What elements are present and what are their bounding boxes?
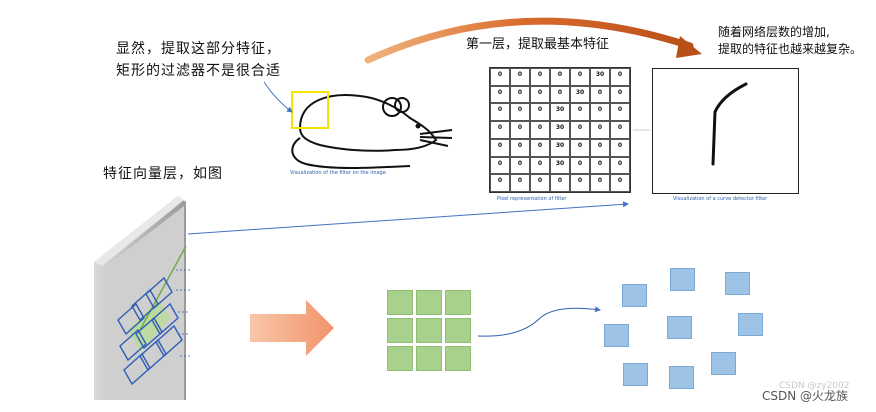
curved-arrow-icon — [368, 21, 702, 60]
vector-square — [738, 313, 763, 336]
pixel-cell: 30 — [590, 68, 610, 86]
pixel-cell: 0 — [490, 157, 510, 175]
pixel-cell: 0 — [530, 139, 550, 157]
grid-cell — [445, 318, 471, 343]
pixel-cell: 0 — [570, 174, 590, 192]
pixel-cell: 0 — [490, 103, 510, 121]
pixel-cell: 0 — [510, 174, 530, 192]
pixel-cell: 30 — [550, 157, 570, 175]
pixel-cell: 0 — [550, 174, 570, 192]
pixel-cell: 0 — [530, 157, 550, 175]
pixel-cell: 0 — [610, 121, 630, 139]
pixel-cell: 0 — [510, 157, 530, 175]
slab-to-filter-connector — [188, 204, 628, 234]
pixel-cell: 0 — [590, 174, 610, 192]
pixel-cell: 0 — [610, 174, 630, 192]
csdn-watermark: CSDN @火龙族 — [762, 387, 848, 404]
pixel-cell: 0 — [610, 86, 630, 104]
pixel-cell: 0 — [590, 139, 610, 157]
pixel-cell: 0 — [490, 121, 510, 139]
grid-cell — [416, 290, 442, 315]
pixel-cell: 0 — [590, 103, 610, 121]
vector-square — [604, 324, 629, 347]
right-arrow-icon — [250, 300, 334, 356]
pixel-cell: 0 — [610, 68, 630, 86]
pixel-cell: 0 — [590, 86, 610, 104]
pixel-cell: 0 — [490, 86, 510, 104]
note-connector — [264, 82, 292, 112]
grid-cell — [445, 290, 471, 315]
vector-square — [622, 284, 647, 307]
grid-to-vector-connector — [478, 308, 600, 336]
vector-square — [670, 268, 695, 291]
vector-square — [667, 316, 692, 339]
grid-cell — [416, 346, 442, 371]
vector-square — [711, 352, 736, 375]
pixel-cell: 0 — [490, 174, 510, 192]
pixel-cell: 0 — [530, 68, 550, 86]
pixel-cell: 0 — [570, 139, 590, 157]
pixel-cell: 0 — [490, 68, 510, 86]
pixel-cell: 0 — [570, 121, 590, 139]
mouse-drawing-icon — [292, 95, 452, 168]
curve-caption: Visualization of a curve detector filter — [673, 196, 767, 202]
pixel-cell: 30 — [550, 121, 570, 139]
mouse-caption: Visualization of the filter on the image — [290, 170, 386, 176]
pixel-cell: 0 — [490, 139, 510, 157]
pixel-cell: 0 — [530, 86, 550, 104]
vector-square — [669, 366, 694, 389]
pixel-cell: 0 — [610, 103, 630, 121]
pooled-feature-grid — [387, 290, 471, 371]
pixel-cell: 30 — [550, 139, 570, 157]
grid-cell — [416, 318, 442, 343]
pixel-cell: 0 — [510, 121, 530, 139]
pixel-caption: Pixel representation of filter — [497, 196, 566, 202]
pixel-cell: 0 — [510, 139, 530, 157]
pixel-cell: 30 — [550, 103, 570, 121]
pixel-cell: 0 — [590, 157, 610, 175]
grid-cell — [445, 346, 471, 371]
pixel-cell: 0 — [530, 174, 550, 192]
vector-square — [623, 363, 648, 386]
pixel-cell: 30 — [570, 86, 590, 104]
filter-highlight-box — [292, 92, 328, 128]
grid-cell — [387, 318, 413, 343]
pixel-cell: 0 — [550, 86, 570, 104]
pixel-cell: 0 — [530, 121, 550, 139]
pixel-cell: 0 — [590, 121, 610, 139]
pixel-cell: 0 — [570, 157, 590, 175]
grid-cell — [387, 290, 413, 315]
pixel-cell: 0 — [610, 157, 630, 175]
feature-map-slab — [94, 196, 190, 400]
grid-cell — [387, 346, 413, 371]
pixel-cell: 0 — [550, 68, 570, 86]
pixel-cell: 0 — [510, 68, 530, 86]
pixel-cell: 0 — [610, 139, 630, 157]
curve-detector-box — [652, 68, 799, 194]
pixel-cell: 0 — [570, 103, 590, 121]
pixel-cell: 0 — [510, 86, 530, 104]
pixel-cell: 0 — [510, 103, 530, 121]
pixel-cell: 0 — [570, 68, 590, 86]
pixel-cell: 0 — [530, 103, 550, 121]
vector-square — [725, 272, 750, 295]
